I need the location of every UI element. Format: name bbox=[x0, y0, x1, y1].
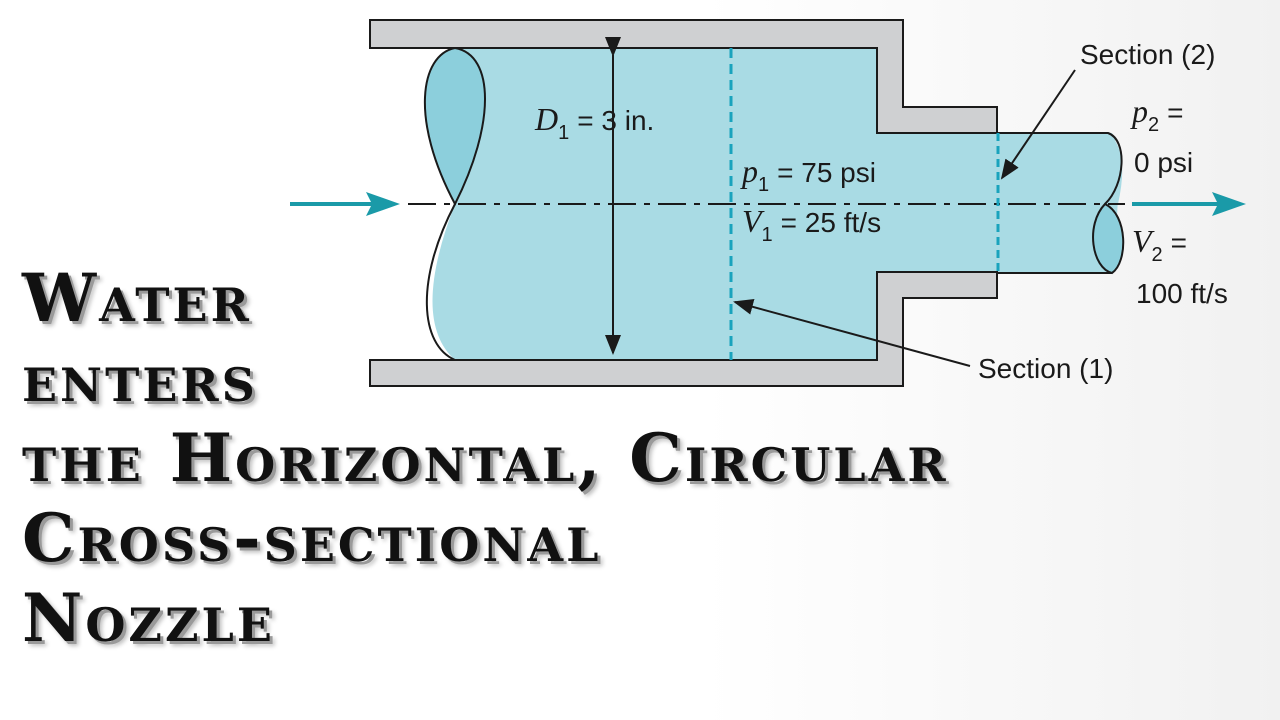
p2-value: 0 psi bbox=[1134, 147, 1193, 178]
d1-label: D1= 3 in. bbox=[534, 101, 654, 144]
v2-value: 100 ft/s bbox=[1136, 278, 1228, 309]
title-line-1: Water bbox=[22, 259, 252, 337]
section-1-leader bbox=[733, 299, 971, 367]
p2-label: p2= bbox=[1130, 93, 1183, 136]
p1-label: p1= 75 psi bbox=[740, 153, 876, 196]
pipe-outline-small-top bbox=[997, 132, 1123, 205]
wall-bottom bbox=[369, 271, 998, 387]
v2-label: V2= bbox=[1132, 223, 1187, 266]
section-1-label: Section (1) bbox=[978, 353, 1113, 384]
title-line-5: Nozzle bbox=[22, 579, 275, 657]
section-2-label: Section (2) bbox=[1080, 39, 1215, 70]
pipe-entry-curve-lower bbox=[425, 203, 456, 361]
section-2-leader bbox=[1000, 69, 1076, 180]
outlet-flow-arrow bbox=[1132, 192, 1246, 216]
v1-label: V1= 25 ft/s bbox=[742, 203, 881, 246]
pipe-water-small bbox=[997, 133, 1123, 204]
inlet-flow-arrow bbox=[290, 192, 400, 216]
title-line-2: enters bbox=[22, 339, 258, 417]
nozzle-diagram: D1= 3 in. p1= 75 psi V1= 25 ft/s p2= 0 p… bbox=[290, 19, 1246, 387]
title-line-3: the Horizontal, Circular bbox=[22, 419, 949, 497]
title-line-4: Cross-sectional bbox=[22, 499, 602, 577]
problem-title: Water enters the Horizontal, Circular Cr… bbox=[22, 258, 949, 658]
